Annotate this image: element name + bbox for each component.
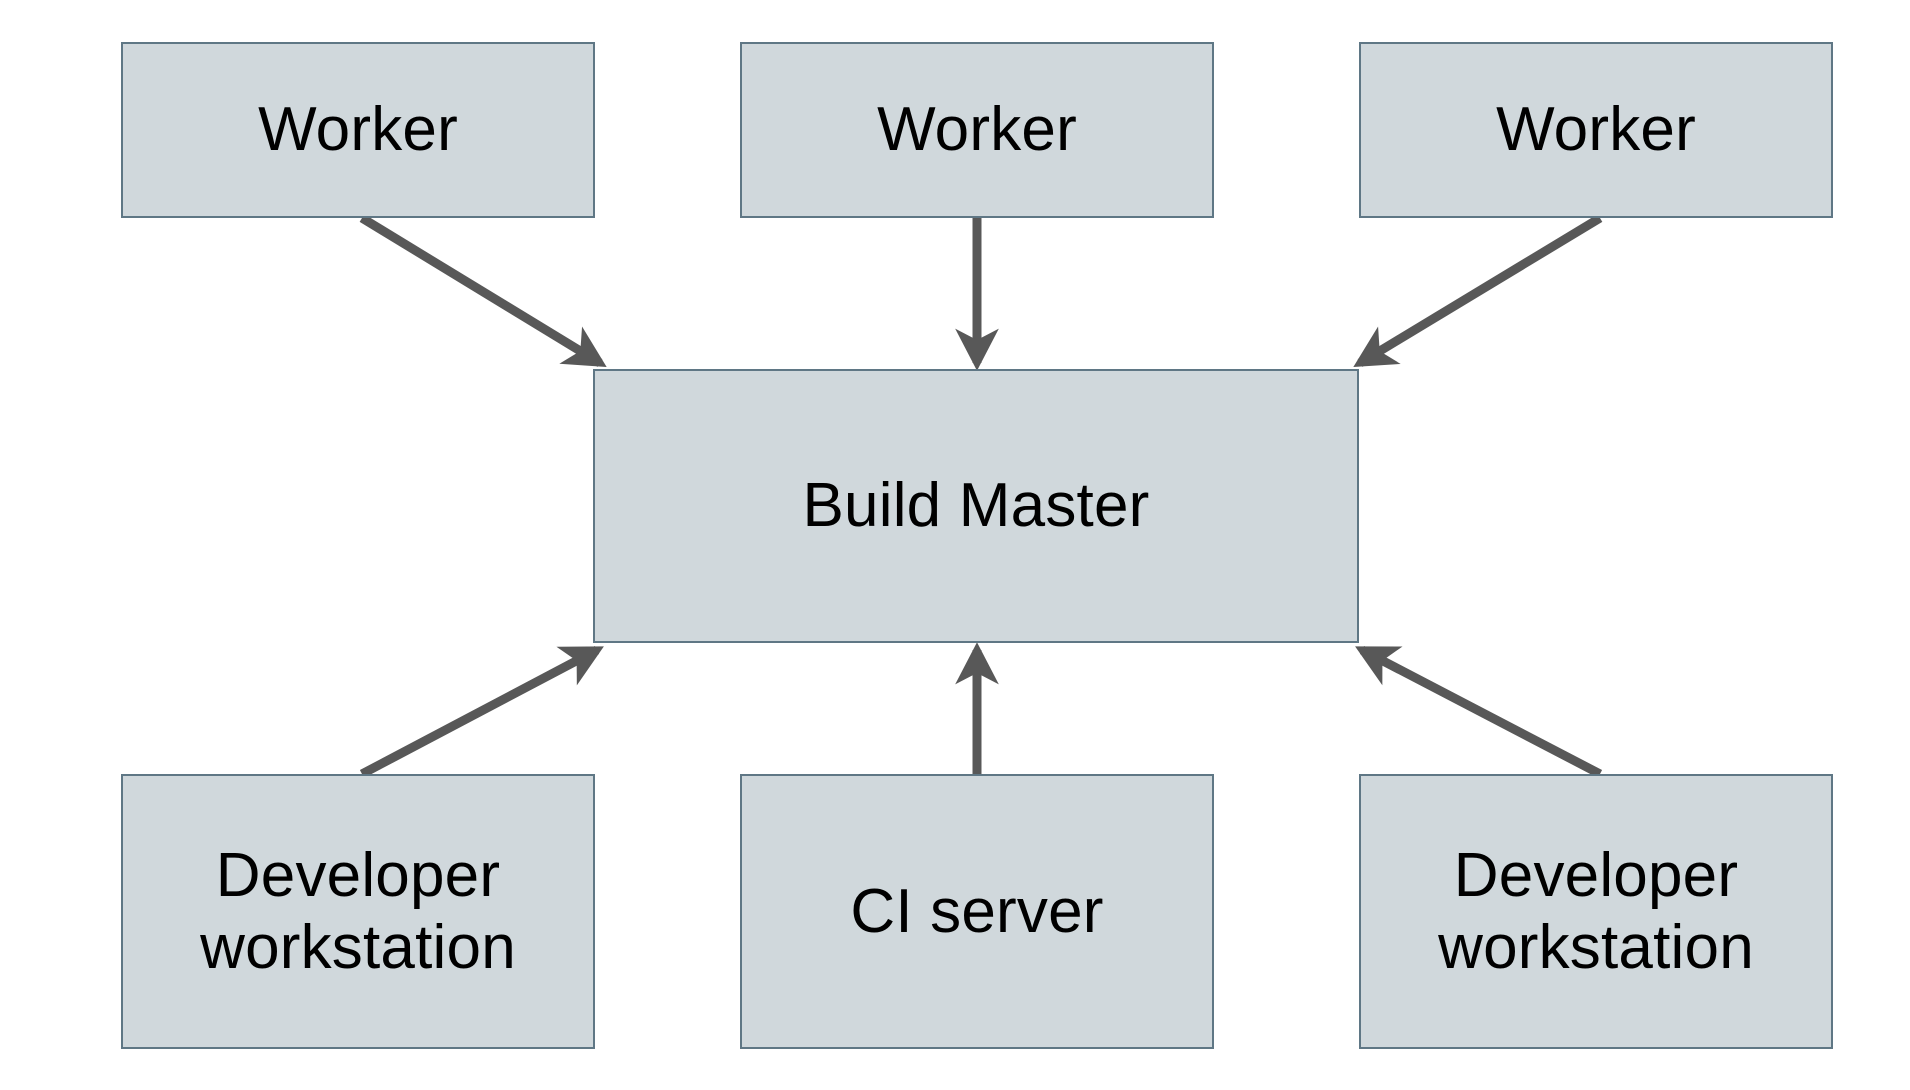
node-ci-server-label: CI server — [850, 876, 1104, 946]
node-worker-2-label: Worker — [877, 95, 1077, 165]
node-worker-2[interactable]: Worker — [740, 42, 1214, 218]
node-worker-1[interactable]: Worker — [121, 42, 595, 218]
node-worker-1-label: Worker — [258, 95, 458, 165]
node-worker-3-label: Worker — [1496, 95, 1696, 165]
node-developer-workstation-left-label: Developer workstation — [200, 840, 516, 982]
node-worker-3[interactable]: Worker — [1359, 42, 1833, 218]
node-build-master-label: Build Master — [802, 471, 1150, 541]
edge-worker1-master — [359, 214, 607, 368]
edge-devleft-master — [359, 646, 604, 778]
node-ci-server[interactable]: CI server — [740, 774, 1214, 1049]
node-developer-workstation-left[interactable]: Developer workstation — [121, 774, 595, 1049]
node-developer-workstation-right[interactable]: Developer workstation — [1359, 774, 1833, 1049]
edge-worker3-master — [1353, 214, 1603, 368]
node-developer-workstation-right-label: Developer workstation — [1438, 840, 1754, 982]
edge-devright-master — [1355, 646, 1603, 778]
node-build-master[interactable]: Build Master — [593, 369, 1359, 643]
